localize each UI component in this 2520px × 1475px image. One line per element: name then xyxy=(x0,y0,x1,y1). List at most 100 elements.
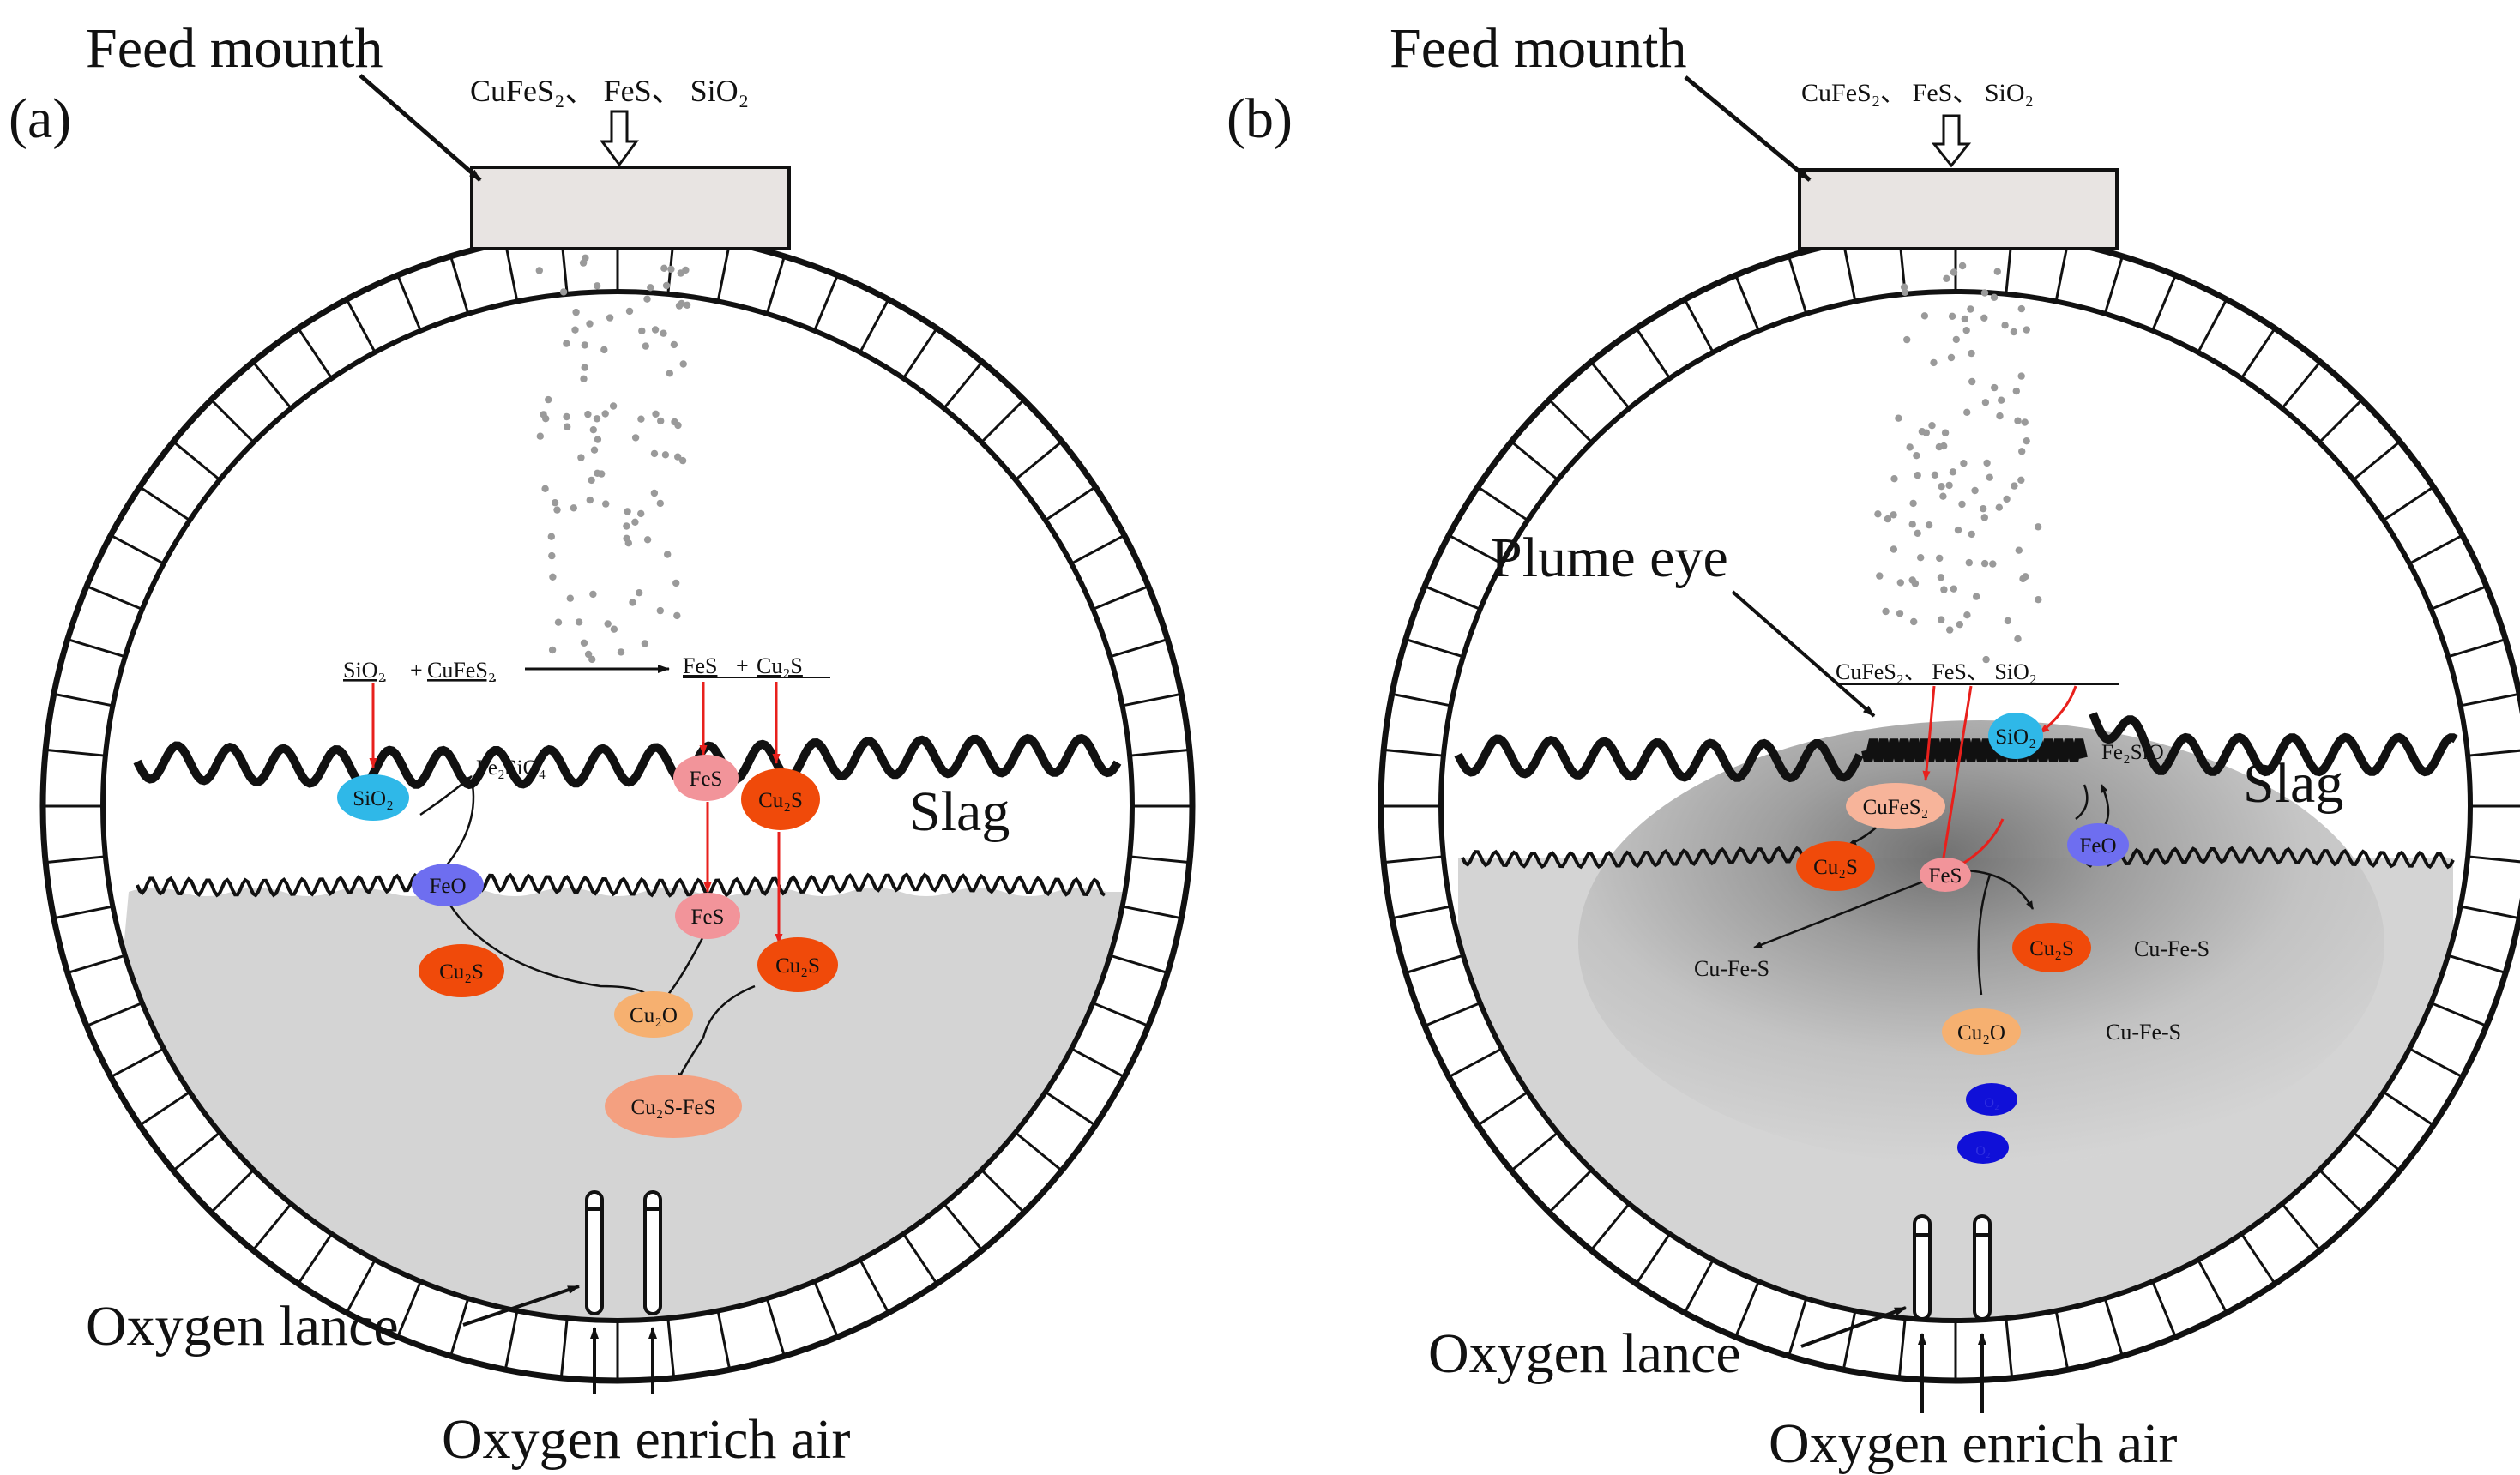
oxygen-lance-arrow xyxy=(462,1285,580,1327)
feed-particle xyxy=(643,536,652,544)
feed-particle xyxy=(1967,305,1974,313)
wall-brick-joint xyxy=(2383,1091,2434,1127)
panel-b: Feed mounth (b) CuFeS₂、 FeS、 SiO₂ Plume … xyxy=(1227,17,2520,1475)
feed-particle xyxy=(601,410,609,418)
species-cu2s-slag: Cu₂S xyxy=(741,768,820,830)
feed-particle xyxy=(2003,495,2011,503)
panel-label-a: (a) xyxy=(9,87,71,150)
wall-brick-joint xyxy=(2318,1169,2363,1213)
feed-particle xyxy=(1937,574,1945,581)
feed-particle xyxy=(678,299,685,308)
feed-particle xyxy=(1914,472,1921,479)
feed-particle xyxy=(2023,326,2030,334)
feed-particle xyxy=(1906,443,1914,451)
oxygen-lances xyxy=(585,1190,662,1315)
feed-particle xyxy=(666,370,673,377)
wall-brick-joint xyxy=(1842,1310,1857,1370)
feed-particle xyxy=(1936,554,1944,563)
feed-particle xyxy=(1973,593,1980,600)
reaction-plus-2: + xyxy=(736,653,749,678)
wall-brick-joint xyxy=(2447,954,2506,974)
feed-particle xyxy=(631,518,639,526)
feed-particle xyxy=(670,340,678,349)
reactant-cufes2: CuFeS₂ xyxy=(427,658,496,683)
feed-particle xyxy=(553,506,561,514)
feed-particle xyxy=(1922,429,1930,436)
feed-particle xyxy=(1961,315,1968,323)
plume-zone xyxy=(1578,720,2384,1166)
feed-particle xyxy=(588,655,596,664)
wall-brick-joint xyxy=(765,1297,786,1357)
feed-particle xyxy=(636,589,643,597)
feed-particle xyxy=(1952,335,1960,344)
oxygen-lance-arrow xyxy=(1800,1306,1907,1348)
wall-brick-joint xyxy=(1548,1169,1593,1213)
feed-particle xyxy=(1963,408,1971,416)
feed-mouth-label: Feed mounth xyxy=(86,17,383,80)
furnace-inner-wall xyxy=(100,289,1135,1323)
feed-particle xyxy=(572,308,580,316)
wall-brick-joint xyxy=(2408,1047,2463,1079)
feed-particle xyxy=(1938,616,1945,623)
wall-brick-joint xyxy=(1788,1297,1808,1357)
feed-particle xyxy=(609,402,618,410)
feed-particle xyxy=(1876,572,1884,580)
feed-particle xyxy=(1890,475,1898,483)
feed-particle xyxy=(673,611,681,620)
feed-mouth-label: Feed mounth xyxy=(1390,17,1686,80)
feed-mouth-arrow xyxy=(1684,75,1812,182)
feed-particle xyxy=(642,342,649,350)
feed-particle xyxy=(2021,418,2029,426)
feed-particle xyxy=(656,606,664,615)
feed-particle xyxy=(600,346,608,354)
wall-brick-joint xyxy=(1129,748,1190,757)
svg-text:Cu₂S: Cu₂S xyxy=(439,960,484,984)
feed-particle xyxy=(650,489,659,497)
wall-brick-joint xyxy=(2005,1317,2014,1378)
slag-matte-interface xyxy=(136,872,1106,898)
feed-particle xyxy=(1910,617,1918,626)
wall-brick-joint xyxy=(2240,328,2276,379)
feed-particle xyxy=(1895,414,1902,422)
feed-particle xyxy=(593,415,601,423)
wall-brick-joint xyxy=(1109,638,1168,659)
feed-particle xyxy=(1986,473,1993,481)
feed-particle xyxy=(1980,505,1987,513)
wall-brick-joint xyxy=(251,1202,292,1251)
feed-particle xyxy=(1948,312,1956,320)
wall-brick-joint xyxy=(902,1233,938,1285)
wall-brick-joint xyxy=(943,1202,984,1251)
svg-text:Cu₂O: Cu₂O xyxy=(1957,1021,2005,1045)
wall-brick-joint xyxy=(2408,533,2463,565)
species-sio2: SiO₂ xyxy=(337,774,409,821)
feed-particle xyxy=(1958,500,1966,509)
feed-particle xyxy=(2017,476,2025,484)
feed-particle xyxy=(582,254,589,262)
feed-particle xyxy=(584,410,592,418)
wall-brick-joint xyxy=(2197,298,2228,353)
feed-particle xyxy=(1956,621,1963,629)
feed-particle xyxy=(535,267,543,274)
svg-text:O₂: O₂ xyxy=(1984,1096,1999,1111)
wall-brick-joint xyxy=(2352,440,2401,481)
feed-mouth-box xyxy=(470,166,791,250)
feed-particle xyxy=(1896,579,1904,587)
wall-brick-joint xyxy=(2318,399,2363,443)
svg-text:O₂: O₂ xyxy=(1975,1144,1990,1159)
feed-particle xyxy=(1962,327,1970,334)
wall-brick-joint xyxy=(1122,905,1182,920)
wall-brick-joint xyxy=(1129,855,1190,864)
feed-particle xyxy=(580,639,588,647)
svg-text:FeS: FeS xyxy=(691,906,725,929)
feed-particle xyxy=(1950,268,1958,276)
wall-brick-joint xyxy=(2460,905,2520,920)
wall-brick-joint xyxy=(1788,256,1808,315)
wall-brick-joint xyxy=(765,256,786,315)
wall-brick-joint xyxy=(1683,298,1715,353)
wall-brick-joint xyxy=(172,1131,221,1172)
wall-brick-joint xyxy=(1548,399,1593,443)
feed-particle xyxy=(545,395,552,404)
wall-brick-joint xyxy=(1070,533,1125,565)
feed-particle xyxy=(1980,289,1989,297)
wall-brick-joint xyxy=(1477,485,1528,521)
